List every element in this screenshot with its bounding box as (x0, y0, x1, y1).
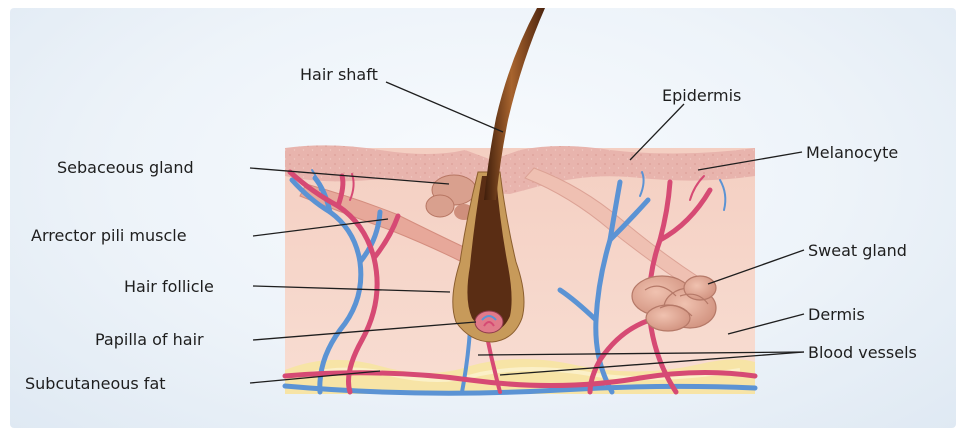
label-subcutaneous-fat: Subcutaneous fat (25, 374, 166, 393)
label-hair-follicle: Hair follicle (124, 277, 214, 296)
label-sebaceous-gland: Sebaceous gland (57, 158, 194, 177)
label-papilla-of-hair: Papilla of hair (95, 330, 204, 349)
label-melanocyte: Melanocyte (806, 143, 898, 162)
label-arrector-pili-muscle: Arrector pili muscle (31, 226, 187, 245)
label-epidermis: Epidermis (662, 86, 741, 105)
label-sweat-gland: Sweat gland (808, 241, 907, 260)
label-dermis: Dermis (808, 305, 865, 324)
leader-hair-shaft (386, 82, 503, 132)
papilla-of-hair (475, 311, 503, 333)
label-hair-shaft: Hair shaft (300, 65, 378, 84)
label-blood-vessels: Blood vessels (808, 343, 917, 362)
